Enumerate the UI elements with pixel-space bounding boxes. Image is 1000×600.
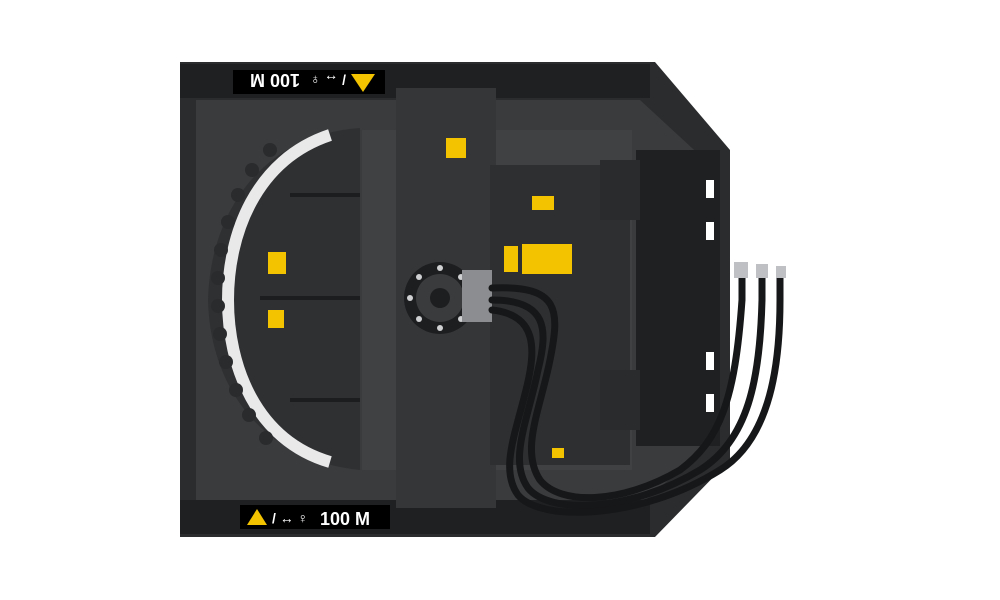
top-warning-text: 100 M [250, 70, 300, 90]
blade-guard-ring [221, 129, 332, 468]
motor-hub [404, 262, 476, 334]
bottom-warning-decal: / ↔ ♀ 100 M [240, 505, 390, 529]
top-warning-symbols: / ↔ ♀ [310, 72, 346, 88]
hydraulic-hose [488, 266, 784, 516]
bottom-warning-text: 100 M [320, 509, 370, 529]
mounting-bracket-lower [600, 370, 640, 430]
blade-teeth [211, 143, 277, 445]
bottom-warning-symbols: / ↔ ♀ [272, 510, 308, 526]
hose-couplers [734, 262, 786, 278]
warning-triangle-icon [351, 74, 375, 92]
safety-decals [268, 138, 572, 458]
top-warning-decal: / ↔ ♀ 100 M [233, 70, 385, 94]
frame-struts [260, 193, 360, 402]
mounting-bracket [600, 160, 640, 220]
warning-triangle-icon [247, 509, 267, 525]
mounting-slots [706, 180, 714, 412]
valve-block [462, 270, 492, 322]
